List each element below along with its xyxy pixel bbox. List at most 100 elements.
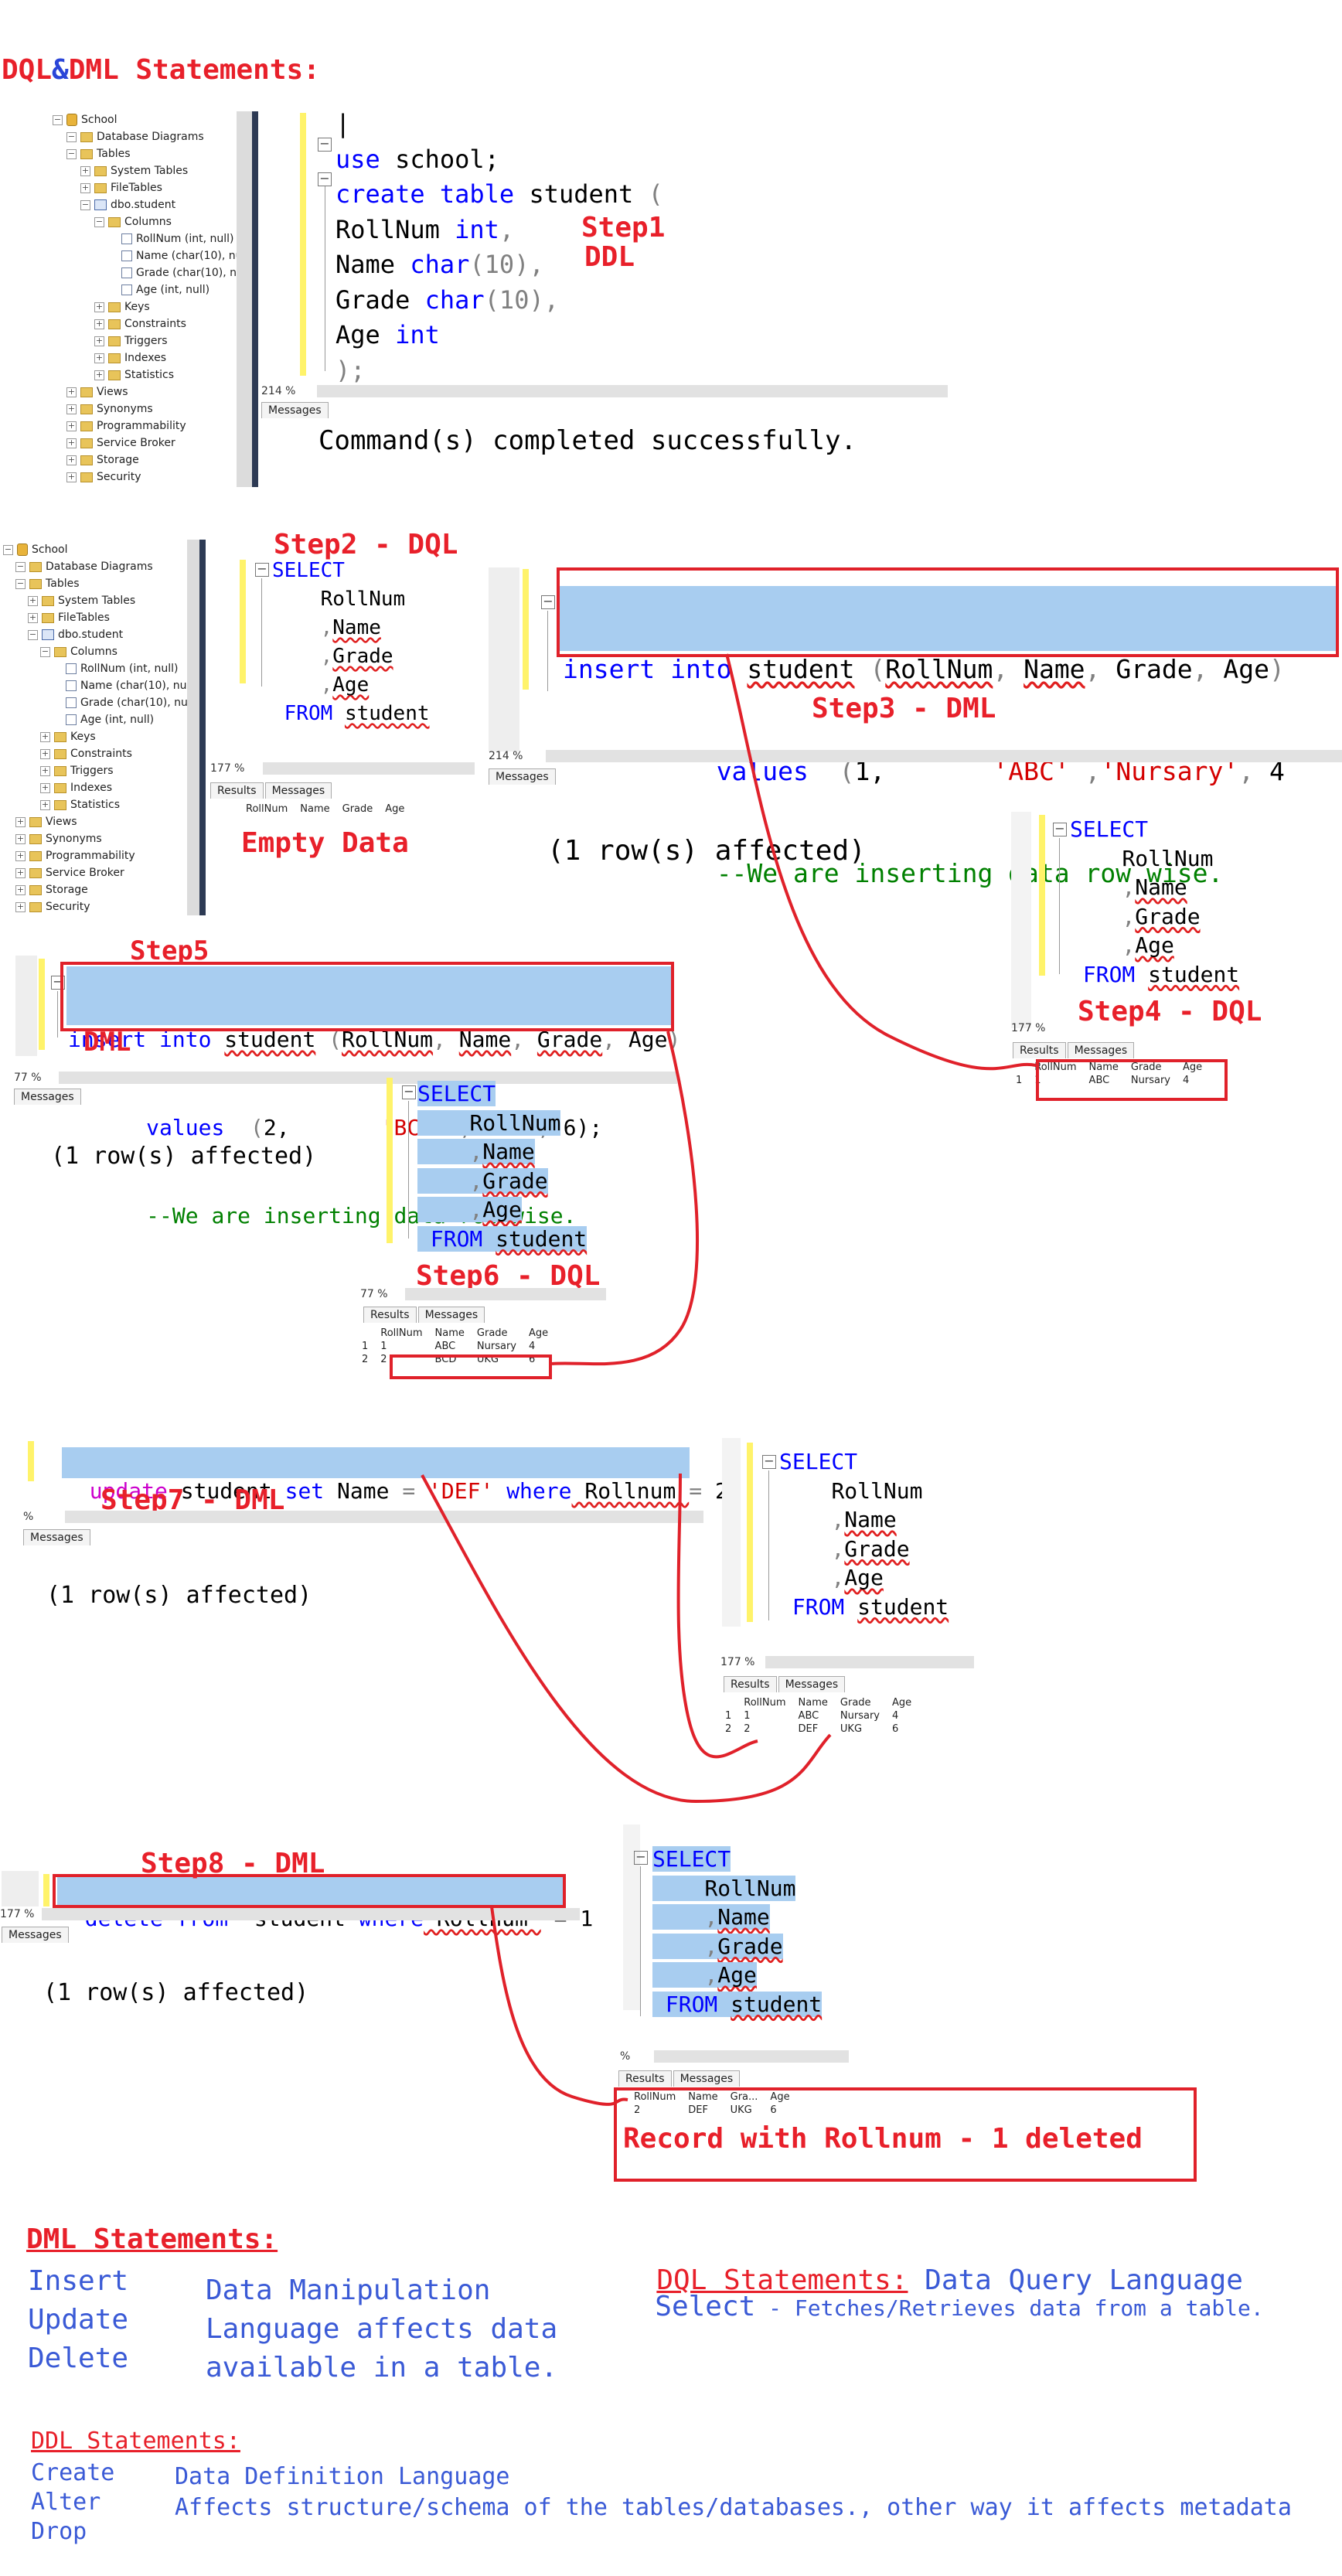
collapse-icon[interactable]: − (15, 578, 26, 589)
tree-node-indexes[interactable]: +Indexes (53, 349, 238, 366)
collapse-icon[interactable]: − (53, 114, 63, 125)
expand-icon[interactable]: + (15, 884, 26, 895)
collapse-toggle-select-7b[interactable]: − (762, 1455, 776, 1469)
update-editor-7[interactable]: update student set Name = 'DEF' where Ro… (89, 1478, 728, 1504)
column-header[interactable]: Name (1088, 1061, 1119, 1073)
tree-node-keys[interactable]: +Keys (3, 728, 189, 745)
tree-node-dbo-student[interactable]: −dbo.student (3, 626, 189, 643)
tree-node-columns[interactable]: −Columns (3, 643, 189, 660)
messages-tab-5[interactable]: Messages (14, 1089, 81, 1105)
select-editor-6[interactable]: SELECT RollNum ,Name ,Grade ,Age FROM st… (417, 1079, 588, 1253)
column-header[interactable]: Age (770, 2091, 790, 2103)
tree-node-tables[interactable]: −Tables (53, 145, 238, 162)
column-header[interactable]: Gra... (730, 2091, 758, 2103)
tree-node-filetables[interactable]: +FileTables (3, 609, 189, 626)
tree-node-statistics[interactable]: +Statistics (3, 796, 189, 813)
messages-tab-7b[interactable]: Messages (778, 1676, 846, 1692)
zoom-level-6[interactable]: 77 % (360, 1288, 388, 1300)
zoom-level[interactable]: 214 % (261, 385, 296, 397)
messages-tab-8b[interactable]: Messages (673, 2070, 741, 2087)
tree-node-filetables[interactable]: +FileTables (53, 179, 238, 196)
horizontal-scrollbar-8b[interactable] (654, 2050, 849, 2063)
tree-node-age-int-null[interactable]: Age (int, null) (53, 281, 238, 298)
collapse-icon[interactable]: − (80, 199, 90, 210)
tree-node-rollnum-int-null[interactable]: RollNum (int, null) (53, 230, 238, 247)
horizontal-scrollbar-5[interactable] (59, 1072, 677, 1084)
column-header[interactable]: Age (385, 803, 405, 815)
horizontal-scrollbar-7[interactable] (65, 1511, 703, 1523)
collapse-icon[interactable]: − (66, 131, 77, 142)
tree-node-statistics[interactable]: +Statistics (53, 366, 238, 383)
explorer-splitter-2[interactable] (187, 540, 199, 915)
expand-icon[interactable]: + (15, 833, 26, 844)
column-header[interactable]: RollNum (380, 1327, 423, 1339)
tree-node-programmability[interactable]: +Programmability (53, 417, 238, 434)
expand-icon[interactable]: + (80, 165, 90, 176)
tree-node-security[interactable]: +Security (53, 469, 238, 486)
column-header[interactable]: RollNum (246, 803, 288, 815)
tree-node-programmability[interactable]: +Programmability (3, 847, 189, 864)
tree-node-keys[interactable]: +Keys (53, 298, 238, 315)
tree-node-views[interactable]: +Views (53, 383, 238, 400)
tree-node-synonyms[interactable]: +Synonyms (53, 400, 238, 417)
messages-tab[interactable]: Messages (261, 402, 329, 418)
expand-icon[interactable]: + (94, 335, 104, 346)
zoom-level-4[interactable]: 177 % (1011, 1022, 1046, 1034)
column-header[interactable]: Grade (1130, 1061, 1162, 1073)
results-tab-8b[interactable]: Results (618, 2070, 672, 2087)
tree-node-school[interactable]: −School (3, 541, 189, 558)
horizontal-scrollbar-2[interactable] (263, 762, 475, 775)
collapse-icon[interactable]: − (66, 148, 77, 159)
create-table-editor[interactable]: | use school; create table student ( Rol… (336, 107, 663, 388)
tree-node-columns[interactable]: −Columns (53, 213, 238, 230)
tree-node-grade-char-10-nu[interactable]: Grade (char(10), nu (53, 264, 244, 281)
zoom-level-7[interactable]: % (23, 1511, 34, 1523)
select-editor-7b[interactable]: SELECT RollNum ,Name ,Grade ,Age FROM st… (779, 1447, 949, 1621)
expand-icon[interactable]: + (66, 403, 77, 414)
messages-tab-6[interactable]: Messages (417, 1307, 485, 1323)
tree-node-triggers[interactable]: +Triggers (53, 332, 238, 349)
expand-icon[interactable]: + (94, 352, 104, 363)
column-header[interactable]: Grade (476, 1327, 508, 1339)
insert-editor-3[interactable]: insert into student (RollNum, Name, Grad… (563, 584, 1285, 925)
tree-node-age-int-null[interactable]: Age (int, null) (3, 711, 189, 728)
expand-icon[interactable]: + (40, 748, 50, 759)
tree-node-constraints[interactable]: +Constraints (53, 315, 238, 332)
tree-node-views[interactable]: +Views (3, 813, 189, 830)
zoom-level-7b[interactable]: 177 % (720, 1656, 755, 1668)
tree-node-tables[interactable]: −Tables (3, 575, 189, 592)
tree-node-dbo-student[interactable]: −dbo.student (53, 196, 238, 213)
messages-tab-4[interactable]: Messages (1067, 1042, 1135, 1058)
results-tab-7b[interactable]: Results (724, 1676, 777, 1692)
expand-icon[interactable]: + (28, 595, 38, 606)
collapse-toggle-select-8b[interactable]: − (634, 1851, 648, 1865)
tree-node-triggers[interactable]: +Triggers (3, 762, 189, 779)
column-header[interactable]: RollNum (744, 1697, 786, 1709)
collapse-toggle-create[interactable]: − (318, 172, 332, 186)
select-editor-2[interactable]: SELECT RollNum ,Name ,Grade ,Age FROM st… (272, 557, 430, 728)
tree-node-indexes[interactable]: +Indexes (3, 779, 189, 796)
tree-node-name-char-10-nu[interactable]: Name (char(10), nu (3, 677, 189, 694)
expand-icon[interactable]: + (15, 901, 26, 912)
column-header[interactable]: Age (529, 1327, 549, 1339)
horizontal-scrollbar-3[interactable] (546, 750, 1342, 762)
tree-node-system-tables[interactable]: +System Tables (53, 162, 238, 179)
column-header[interactable]: Age (1183, 1061, 1203, 1073)
column-header[interactable]: Grade (840, 1697, 871, 1709)
expand-icon[interactable]: + (94, 369, 104, 380)
messages-tab-2[interactable]: Messages (264, 782, 332, 799)
tree-node-service-broker[interactable]: +Service Broker (3, 864, 189, 881)
messages-tab-7[interactable]: Messages (23, 1529, 90, 1545)
column-header[interactable]: RollNum (1034, 1061, 1077, 1073)
collapse-icon[interactable]: − (3, 543, 13, 555)
column-header[interactable]: Age (892, 1697, 912, 1709)
collapse-toggle-insert-3[interactable]: − (541, 595, 555, 609)
collapse-icon[interactable]: − (28, 629, 38, 640)
expand-icon[interactable]: + (94, 301, 104, 312)
results-tab-4[interactable]: Results (1013, 1042, 1066, 1058)
expand-icon[interactable]: + (40, 731, 50, 742)
zoom-level-5[interactable]: 77 % (14, 1072, 42, 1084)
tree-node-grade-char-10-nu[interactable]: Grade (char(10), nu (3, 694, 189, 711)
